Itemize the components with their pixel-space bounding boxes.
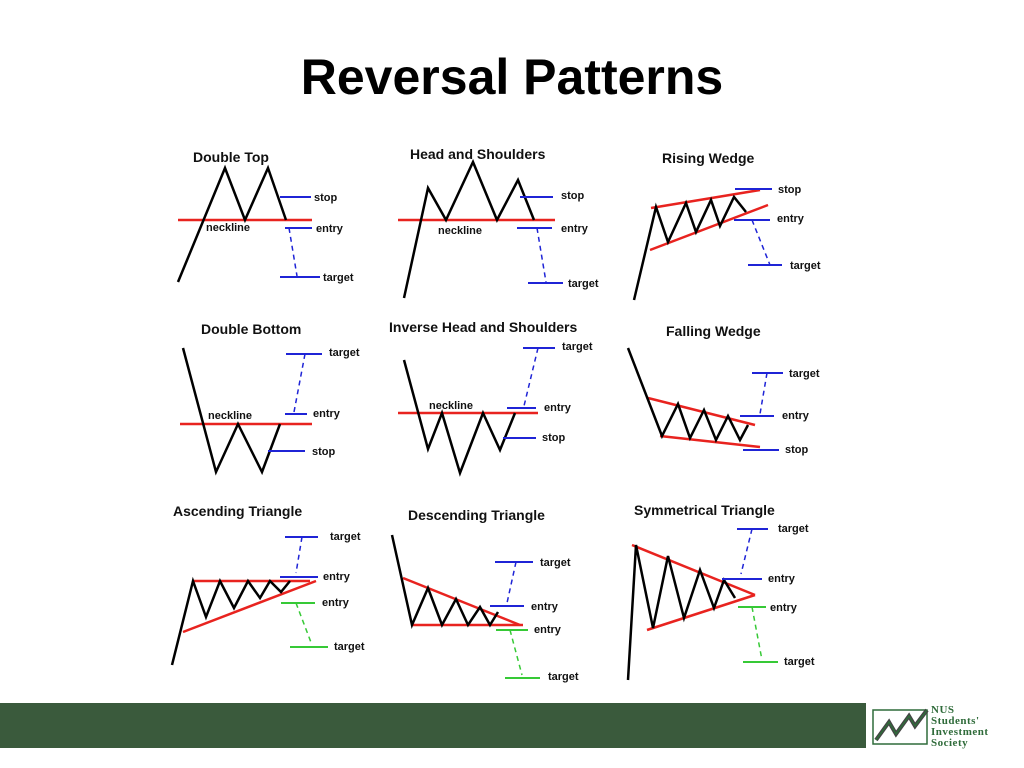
price-line	[626, 544, 737, 681]
entry-label-lower: entry	[534, 624, 562, 636]
entry-label-lower: entry	[770, 602, 798, 614]
target-dash-upper	[740, 528, 753, 575]
lower-trendline	[649, 203, 769, 252]
price-line	[181, 347, 282, 476]
stop-label: stop	[561, 190, 585, 202]
entry-label: entry	[313, 408, 341, 420]
pattern-title: Rising Wedge	[662, 150, 755, 166]
price-line	[626, 347, 750, 444]
pattern-double-top: Double Top neckline stop entry target	[176, 149, 354, 284]
upper-trendline	[647, 396, 756, 427]
logo-line-nus: NUS	[931, 704, 955, 716]
pattern-title: Head and Shoulders	[410, 146, 546, 162]
target-label: target	[789, 368, 820, 380]
pattern-head-and-shoulders: Head and Shoulders neckline stop entry t…	[398, 146, 599, 299]
target-label-lower: target	[784, 656, 815, 668]
pattern-ascending-triangle: Ascending Triangle target entry entry ta…	[170, 503, 365, 666]
neckline-label: neckline	[206, 222, 250, 234]
price-line	[632, 194, 747, 301]
target-dash-lower	[295, 602, 313, 646]
price-line	[402, 158, 536, 299]
target-label-lower: target	[548, 671, 579, 683]
entry-label-lower: entry	[322, 597, 350, 609]
pattern-descending-triangle: Descending Triangle target entry entry t…	[390, 507, 579, 683]
footer-bar	[0, 703, 1024, 748]
target-label: target	[790, 260, 821, 272]
pattern-title: Symmetrical Triangle	[634, 502, 775, 518]
target-dash	[293, 353, 306, 413]
target-label: target	[568, 278, 599, 290]
target-dash-upper	[506, 561, 517, 604]
stop-label: stop	[312, 446, 336, 458]
target-dash	[536, 227, 547, 283]
entry-label-upper: entry	[768, 573, 796, 585]
neckline-label: neckline	[438, 225, 482, 237]
pattern-rising-wedge: Rising Wedge stop entry target	[632, 150, 821, 301]
pattern-title: Double Top	[193, 149, 269, 165]
entry-label-upper: entry	[531, 601, 559, 613]
stock-chart-logo-icon	[872, 708, 929, 745]
rising-support-line	[182, 579, 317, 634]
target-label-lower: target	[334, 641, 365, 653]
target-label: target	[562, 341, 593, 353]
entry-label: entry	[777, 213, 805, 225]
target-dash-lower	[509, 629, 523, 676]
pattern-falling-wedge: Falling Wedge target entry stop	[626, 323, 820, 456]
nus-students-investment-society-logo: NUS Students' Investment Society	[866, 700, 1024, 752]
target-label-upper: target	[540, 557, 571, 569]
target-dash-lower	[751, 606, 763, 661]
neckline-label: neckline	[208, 410, 252, 422]
pattern-title: Double Bottom	[201, 321, 301, 337]
entry-label: entry	[544, 402, 572, 414]
target-dash	[288, 227, 298, 277]
logo-line-investment: Investment	[931, 726, 989, 738]
target-dash	[759, 372, 768, 415]
pattern-title: Ascending Triangle	[173, 503, 302, 519]
lower-trendline	[646, 593, 756, 632]
target-label: target	[323, 272, 354, 284]
lower-trendline	[659, 434, 761, 449]
patterns-figure: Double Top neckline stop entry target He…	[170, 146, 821, 683]
target-dash	[523, 347, 539, 407]
stop-label: stop	[778, 184, 802, 196]
upper-trendline	[631, 543, 756, 597]
price-line	[402, 359, 517, 477]
target-label-upper: target	[778, 523, 809, 535]
price-line	[390, 534, 500, 630]
slide-title: Reversal Patterns	[300, 49, 724, 105]
price-line	[176, 164, 288, 283]
logo-text: NUS Students' Investment Society	[931, 705, 1023, 749]
target-dash	[751, 219, 771, 266]
stop-label: stop	[314, 192, 338, 204]
logo-line-students: Students'	[931, 715, 980, 727]
entry-label-upper: entry	[323, 571, 351, 583]
target-label: target	[329, 347, 360, 359]
pattern-symmetrical-triangle: Symmetrical Triangle target entry entry …	[626, 502, 815, 681]
pattern-double-bottom: Double Bottom neckline target entry stop	[180, 321, 360, 476]
neckline-label: neckline	[429, 400, 473, 412]
entry-label: entry	[782, 410, 810, 422]
pattern-title: Falling Wedge	[666, 323, 761, 339]
target-label-upper: target	[330, 531, 361, 543]
logo-line-society: Society	[931, 737, 969, 749]
falling-resistance-line	[402, 576, 521, 627]
pattern-inverse-head-and-shoulders: Inverse Head and Shoulders neckline targ…	[389, 319, 593, 477]
pattern-title: Inverse Head and Shoulders	[389, 319, 577, 335]
upper-trendline	[650, 188, 761, 210]
target-dash-upper	[295, 536, 303, 574]
stop-label: stop	[542, 432, 566, 444]
pattern-title: Descending Triangle	[408, 507, 545, 523]
entry-label: entry	[561, 223, 589, 235]
entry-label: entry	[316, 223, 344, 235]
stop-label: stop	[785, 444, 809, 456]
price-line	[170, 576, 291, 666]
